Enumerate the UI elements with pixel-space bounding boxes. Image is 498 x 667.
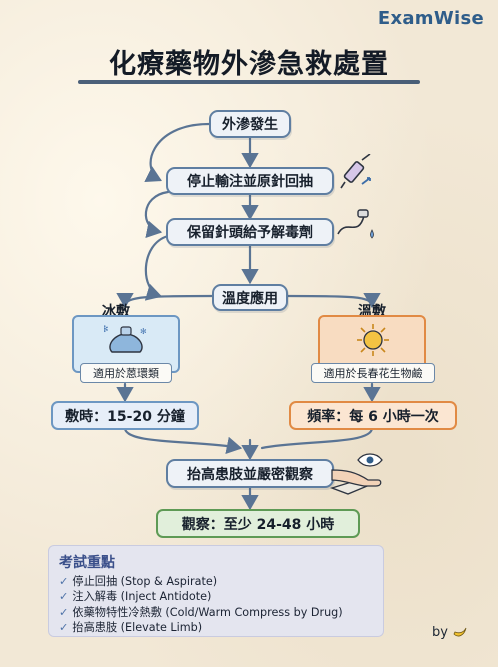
svg-text:✻: ✻ [104,325,109,335]
node-stop-infusion: 停止輸注並原針回抽 [166,167,334,195]
sun-icon [355,322,391,362]
check-icon: ✓ [59,575,69,588]
title-underline [78,80,420,84]
check-icon: ✓ [59,590,69,604]
check-icon: ✓ [59,621,69,635]
brand-logo: ExamWise [377,8,484,29]
node-temperature: 溫度應用 [212,284,288,311]
page-title: 化療藥物外滲急救處置 [109,49,389,80]
byline-text: by [432,624,448,640]
exam-title: 考試重點 [59,555,115,571]
cold-duration: 敷時：15-20 分鐘 [51,401,199,430]
warm-frequency: 頻率：每 6 小時一次 [289,401,457,430]
banana-icon [453,627,467,637]
ice-pack-icon: ✻ ✻ [101,322,148,362]
warm-applies-label: 適用於長春花生物鹼 [311,363,435,383]
exam-item: ✓抬高患肢 (Elevate Limb) [59,621,203,635]
cold-applies-label: 適用於蒽環類 [80,363,172,383]
check-icon: ✓ [59,605,69,619]
elevated-limb-icon [328,450,390,504]
exam-item: ✓停止回抽 (Stop & Aspirate) [59,575,218,588]
syringe-icon [340,153,374,194]
observation-duration: 觀察：至少 24-48 小時 [156,509,360,538]
exam-item: ✓注入解毒 (Inject Antidote) [59,590,212,604]
node-elevate-observe: 抬高患肢並嚴密觀察 [166,459,334,488]
svg-text:✻: ✻ [140,327,147,336]
iv-drip-icon [336,208,378,250]
node-extravasation: 外滲發生 [209,110,291,138]
byline: by [432,624,468,640]
exam-key-points: 考試重點 ✓停止回抽 (Stop & Aspirate) ✓注入解毒 (Inje… [48,545,384,637]
exam-item: ✓依藥物特性冷熱敷 (Cold/Warm Compress by Drug) [59,605,343,619]
node-keep-needle-antidote: 保留針頭給予解毒劑 [166,218,334,246]
